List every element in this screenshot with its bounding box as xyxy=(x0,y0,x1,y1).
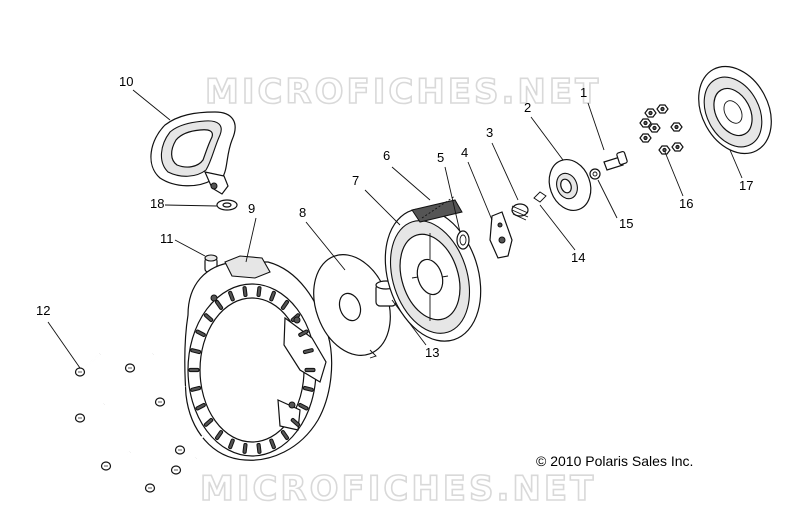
vent-slot xyxy=(269,438,276,450)
callout-3: 3 xyxy=(486,125,493,140)
part-3-spring xyxy=(511,203,529,221)
callout-13: 13 xyxy=(425,345,439,360)
vent-slot xyxy=(195,402,206,411)
vent-slot xyxy=(269,290,276,302)
vent-slot xyxy=(280,430,290,440)
callout-4: 4 xyxy=(461,145,468,160)
copyright-text: © 2010 Polaris Sales Inc. xyxy=(536,453,693,469)
vent-slot xyxy=(302,385,314,392)
nut-hole xyxy=(643,120,648,126)
callout-leaders xyxy=(47,89,743,369)
callout-11: 11 xyxy=(160,231,174,246)
callout-2: 2 xyxy=(524,100,531,115)
leader-line xyxy=(491,142,519,201)
callout-16: 16 xyxy=(679,196,693,211)
leader-line xyxy=(174,239,206,257)
callout-1: 1 xyxy=(580,85,587,100)
part-5-clip xyxy=(456,230,470,250)
nut-hole xyxy=(660,106,665,112)
watermark-bottom: MICROFICHES.NET xyxy=(200,469,596,509)
leader-line xyxy=(164,204,218,207)
vent-slot xyxy=(188,367,200,373)
housing-vents xyxy=(188,286,316,454)
callout-15: 15 xyxy=(619,216,633,231)
vent-slot xyxy=(214,300,224,310)
part-4-pawl xyxy=(489,211,513,259)
part-6-rope xyxy=(421,195,456,219)
nut-hole xyxy=(662,147,667,153)
vent-slot xyxy=(228,290,235,302)
callout-7: 7 xyxy=(352,173,359,188)
callout-10: 10 xyxy=(119,74,133,89)
nut-hole xyxy=(652,125,657,131)
vent-slot xyxy=(242,286,248,298)
vent-slot xyxy=(256,286,262,298)
leader-line xyxy=(597,179,618,219)
leader-line xyxy=(391,299,427,346)
callout-14: 14 xyxy=(571,250,585,265)
nut-hole xyxy=(648,110,653,116)
screw-shank-fill xyxy=(159,385,186,403)
part-2-ratchet xyxy=(548,159,592,211)
vent-slot xyxy=(195,329,206,338)
watermark-top: MICROFICHES.NET xyxy=(205,72,601,112)
vent-slot xyxy=(280,300,290,310)
leader-line xyxy=(245,217,257,263)
part-1-bolt xyxy=(603,150,628,171)
leader-line xyxy=(364,189,401,226)
leader-line xyxy=(444,166,461,233)
vent-slot xyxy=(298,402,309,411)
vent-slot xyxy=(190,385,202,392)
vent-slot xyxy=(214,430,224,440)
vent-slot xyxy=(304,367,316,373)
callout-9: 9 xyxy=(248,201,255,216)
part-10-handle xyxy=(150,111,236,195)
leader-line xyxy=(530,116,564,161)
part-17-cup xyxy=(698,65,772,155)
vent-slot xyxy=(190,348,202,355)
vent-slot xyxy=(242,442,248,454)
leader-line xyxy=(467,161,493,221)
callout-12: 12 xyxy=(36,303,50,318)
leader-line xyxy=(539,204,576,251)
callout-8: 8 xyxy=(299,205,306,220)
vent-slot xyxy=(298,329,309,338)
vent-slot xyxy=(203,417,214,427)
vent-slot xyxy=(203,313,214,323)
part-15-washer xyxy=(589,168,601,180)
leader-line xyxy=(305,221,346,271)
vent-slot xyxy=(302,348,314,355)
callout-17: 17 xyxy=(739,178,753,193)
leader-line xyxy=(391,166,431,201)
nut-hole xyxy=(643,135,648,141)
leader-line xyxy=(664,151,684,197)
leader-line xyxy=(729,149,743,179)
part-16-nuts xyxy=(639,104,684,155)
part-9-housing xyxy=(184,255,333,461)
vent-slot xyxy=(290,417,301,427)
vent-slot xyxy=(256,442,262,454)
leader-line xyxy=(132,89,171,121)
callout-6: 6 xyxy=(383,148,390,163)
part-14-spring xyxy=(533,191,547,203)
part-12-screws xyxy=(74,353,205,493)
vent-slot xyxy=(228,438,235,450)
callout-5: 5 xyxy=(437,150,444,165)
leader-line xyxy=(587,102,605,151)
leader-line xyxy=(47,321,81,369)
callout-18: 18 xyxy=(150,196,164,211)
part-18-washer xyxy=(216,199,238,211)
part-8-plate xyxy=(313,254,391,359)
nut-hole xyxy=(675,144,680,150)
nut-hole xyxy=(674,124,679,130)
